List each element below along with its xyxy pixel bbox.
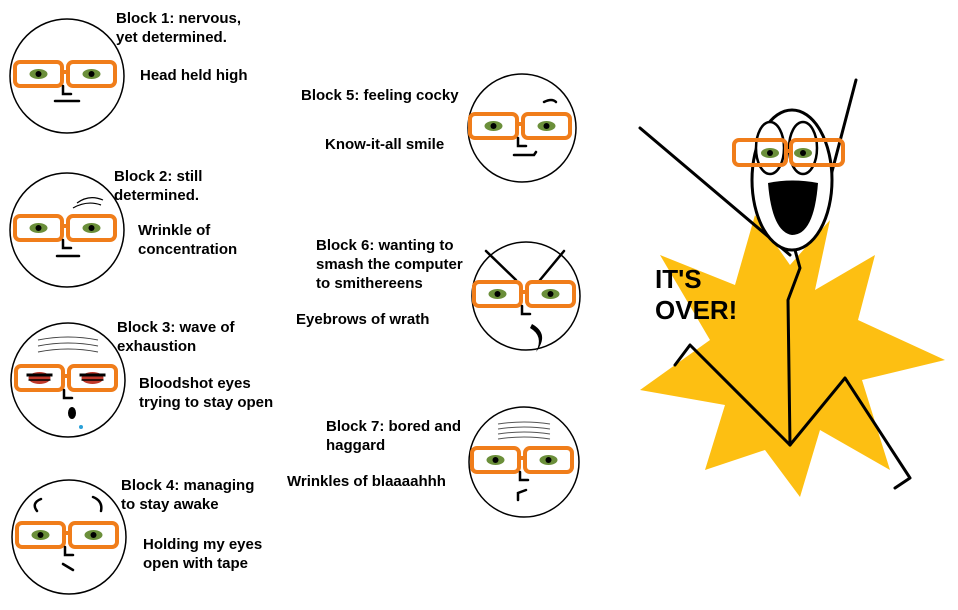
open-mouth (768, 180, 818, 235)
face-block-7 (468, 406, 580, 518)
tape-left (33, 497, 43, 513)
eye-pupil (800, 150, 806, 156)
exhaustion-line (37, 336, 99, 341)
nose (63, 545, 75, 557)
face-block-2 (9, 172, 125, 288)
block3-note: Bloodshot eyes trying to stay open (139, 375, 274, 411)
torso (786, 248, 802, 447)
mouth (530, 324, 543, 352)
face-block-3 (10, 322, 126, 438)
wrinkle (72, 202, 102, 209)
face-block-4 (11, 479, 127, 595)
nose (516, 136, 528, 148)
angry-eyebrow (538, 249, 566, 282)
block6-note: Eyebrows of wrath (296, 311, 430, 328)
eye-pupil (490, 123, 497, 129)
nose (61, 84, 73, 96)
block7-note: Wrinkles of blaaaahhh (287, 473, 446, 490)
eye-pupil (547, 291, 554, 297)
eye-pupil (88, 225, 95, 231)
eye-pupil (545, 457, 552, 463)
block7-title: Block 7: bored and haggard (326, 418, 462, 454)
finale-text: IT'S OVER! (655, 264, 738, 325)
face-block-6 (471, 241, 581, 352)
block2-title: Block 2: still determined. (114, 168, 203, 204)
face-block-1 (9, 18, 125, 134)
eye-pupil (767, 150, 773, 156)
mouth (516, 488, 528, 502)
raised-eyebrow (542, 98, 558, 104)
mouth (68, 407, 76, 419)
stick-figure (638, 78, 912, 490)
angry-eyebrow (484, 249, 518, 282)
nose (62, 388, 74, 400)
eye-pupil (35, 71, 42, 77)
nose (518, 470, 530, 482)
left-leg (673, 343, 792, 447)
eye-pupil (492, 457, 499, 463)
tape-right (91, 495, 103, 513)
block1-note: Head held high (140, 67, 248, 84)
haggard-wrinkle (497, 426, 551, 430)
block5-note: Know-it-all smile (325, 136, 445, 153)
block6-title: Block 6: wanting to smash the computer t… (316, 237, 463, 292)
smirk (512, 150, 538, 157)
block2-note: Wrinkle of concentration (138, 222, 238, 258)
wrinkle (76, 197, 104, 204)
haggard-wrinkle (497, 421, 551, 425)
block4-title: Block 4: managing to stay awake (121, 477, 255, 513)
block5-title: Block 5: feeling cocky (301, 87, 459, 104)
eye-pupil (90, 532, 97, 538)
starburst (640, 215, 945, 497)
face-block-5 (467, 73, 577, 183)
block1-title: Block 1: nervous, yet determined. (116, 10, 242, 46)
haggard-wrinkle (497, 431, 551, 435)
eye-pupil (543, 123, 550, 129)
eye-pupil (35, 225, 42, 231)
eye-pupil (37, 532, 44, 538)
exhaustion-line (37, 348, 99, 353)
haggard-wrinkle (497, 436, 551, 440)
mouth (61, 562, 75, 572)
exhaustion-line (37, 342, 99, 347)
eye-pupil (88, 71, 95, 77)
eye-pupil (494, 291, 501, 297)
block3-title: Block 3: wave of exhaustion (117, 319, 235, 355)
drool-drop (79, 425, 83, 429)
block4-note: Holding my eyes open with tape (143, 536, 263, 572)
nose (520, 304, 532, 316)
nose (61, 238, 73, 250)
right-leg (788, 376, 912, 490)
